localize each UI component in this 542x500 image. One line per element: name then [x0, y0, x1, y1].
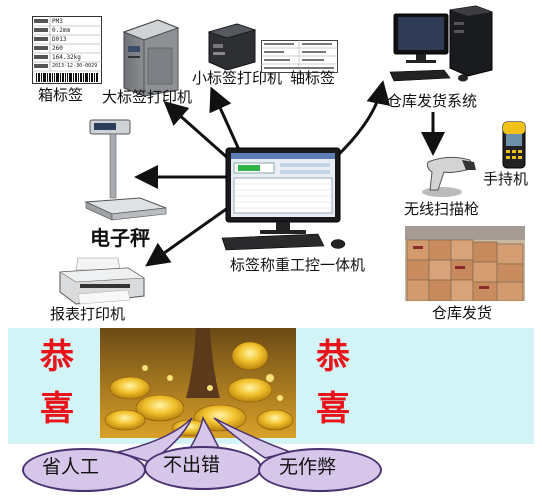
banner-left-char-1: 恭: [40, 337, 74, 377]
warehouse-system-caption: 仓库发货系统: [387, 92, 478, 110]
banner-right-char-1: 恭: [316, 337, 350, 377]
wireless-scanner-caption: 无线扫描枪: [404, 200, 480, 218]
small-label-printer-caption: 小标签打印机: [192, 69, 283, 87]
small-label-printer-image: [205, 22, 257, 70]
report-printer-image: [58, 256, 146, 308]
arrow-to-big-printer: [163, 101, 231, 162]
electronic-scale-image: [84, 118, 168, 226]
bubble-save-labor-text: 省人工: [42, 456, 100, 478]
arrow-to-report-printer: [145, 203, 233, 267]
banner-left-char-2: 喜: [40, 389, 74, 429]
box-tag-row: 164.32kg: [52, 54, 81, 61]
handheld-terminal-image: [500, 120, 530, 170]
box-tag-row: 260: [52, 45, 63, 52]
box-label-barcode: [36, 73, 98, 82]
box-label-caption: 箱标签: [38, 86, 84, 104]
bubble-no-errors-text: 不出错: [163, 454, 221, 476]
big-label-printer-image: [118, 18, 180, 96]
box-tag-row: PM3: [52, 18, 63, 25]
box-label-tag: PM3 0.2mm D013 260 164.32kg 2013-12-30-0…: [32, 16, 102, 84]
center-machine-image: [220, 146, 360, 254]
gold-treasure-image: [100, 328, 296, 438]
center-machine-caption: 标签称重工控一体机: [230, 256, 366, 274]
bubble-no-errors: [144, 446, 262, 490]
shaft-label-caption: 轴标签: [290, 69, 336, 87]
big-label-printer-caption: 大标签打印机: [102, 88, 193, 106]
handheld-caption: 手持机: [483, 170, 529, 188]
bubble-no-cheating: [258, 448, 382, 492]
box-tag-row: 0.2mm: [52, 27, 71, 34]
warehouse-boxes-image: [405, 226, 525, 301]
shaft-label-tag: [261, 40, 338, 73]
warehouse-shipping-caption: 仓库发货: [432, 304, 493, 322]
box-tag-row: 2013-12-30-0029: [52, 63, 98, 69]
report-printer-caption: 报表打印机: [50, 305, 126, 323]
arrow-to-warehouse-system: [333, 80, 391, 160]
electronic-scale-caption: 电子秤: [90, 226, 150, 250]
wireless-scanner-image: [418, 152, 482, 198]
box-tag-row: D013: [52, 36, 67, 43]
banner-right-char-2: 喜: [316, 389, 350, 429]
bubble-save-labor: [22, 448, 146, 492]
bubble-no-cheating-text: 无作弊: [279, 456, 337, 478]
warehouse-desktop-image: [388, 4, 498, 84]
arrow-to-small-printer: [209, 86, 242, 153]
